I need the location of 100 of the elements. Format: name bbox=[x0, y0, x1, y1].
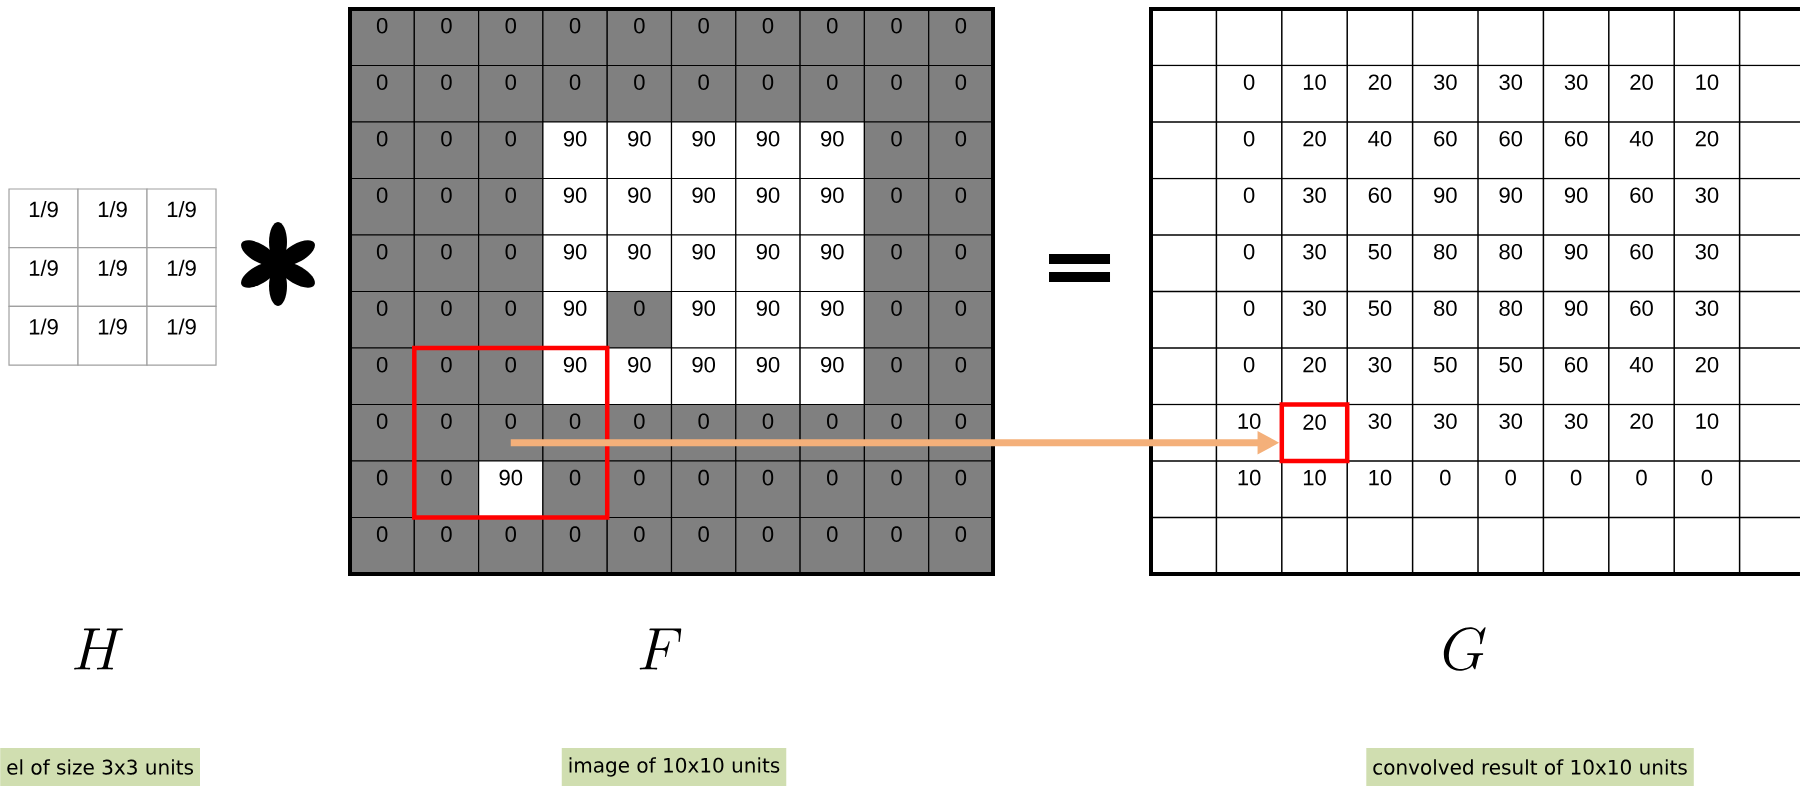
grid-cell: 90 bbox=[799, 234, 865, 293]
grid-cell: 1/9 bbox=[77, 305, 148, 366]
cell-value: 30 bbox=[1368, 356, 1392, 373]
cell-value: 60 bbox=[1565, 130, 1588, 147]
grid-cell: 0 bbox=[542, 64, 608, 123]
grid-cell: 0 bbox=[349, 8, 415, 67]
cell-value: 80 bbox=[1499, 243, 1523, 260]
grid-cell: 90 bbox=[799, 347, 865, 406]
grid-cell: 0 bbox=[478, 234, 544, 293]
cell-value: 0 bbox=[1243, 187, 1255, 203]
grid-cell: 0 bbox=[863, 177, 930, 236]
grid-cell: 90 bbox=[670, 121, 737, 180]
cell-value: 30 bbox=[1564, 74, 1588, 90]
cell-value: 30 bbox=[1695, 300, 1719, 316]
grid-cell: 0 bbox=[349, 121, 415, 180]
grid-cell: 0 bbox=[349, 403, 415, 462]
cell-value: 20 bbox=[1630, 413, 1653, 429]
grid-cell: 0 bbox=[413, 177, 480, 236]
grid-cell: 0 bbox=[349, 460, 415, 519]
grid-cell: 0 bbox=[478, 347, 544, 406]
grid-cell: 0 bbox=[928, 8, 994, 67]
grid-cell: 0 bbox=[606, 290, 673, 349]
grid-cell: 0 bbox=[413, 64, 480, 123]
grid-cell: 90 bbox=[478, 460, 544, 519]
grid-cell: 1/9 bbox=[146, 247, 217, 307]
grid-cell: 1/9 bbox=[146, 305, 217, 366]
matrix-symbol: $H$ bbox=[74, 628, 123, 670]
grid-cell: 0 bbox=[735, 516, 801, 575]
grid-cell: 0 bbox=[606, 516, 673, 575]
grid-cell: 90 bbox=[799, 290, 865, 349]
grid-cell: 0 bbox=[478, 121, 544, 180]
grid-cell: 0 bbox=[928, 347, 994, 406]
grid-cell: 0 bbox=[863, 8, 930, 67]
grid-cell: 0 bbox=[863, 347, 930, 406]
grid-cell: 0 bbox=[478, 403, 544, 462]
grid-cell: 1/9 bbox=[77, 247, 148, 307]
cell-value: 0 bbox=[1570, 469, 1582, 486]
cell-value: 40 bbox=[1629, 356, 1653, 373]
cell-value: 30 bbox=[1368, 413, 1392, 429]
cell-value: 30 bbox=[1303, 187, 1326, 203]
cell-value: 10 bbox=[1238, 413, 1261, 429]
cell-value: 60 bbox=[1630, 187, 1653, 203]
grid-cell: 0 bbox=[799, 8, 865, 67]
caption-box: el of size 3x3 units bbox=[0, 748, 200, 786]
cell-value: 20 bbox=[1695, 130, 1719, 147]
cell-value: 60 bbox=[1630, 300, 1653, 316]
grid-cell: 0 bbox=[349, 177, 415, 236]
grid-cell: 90 bbox=[799, 121, 865, 180]
cell-value: 30 bbox=[1433, 74, 1457, 90]
grid-cell: 1/9 bbox=[77, 188, 148, 249]
cell-value: 30 bbox=[1303, 243, 1326, 260]
cell-value: 10 bbox=[1303, 74, 1326, 90]
grid-cell: 0 bbox=[349, 347, 415, 406]
grid-cell: 0 bbox=[478, 8, 544, 67]
highlighted-cell: 20 bbox=[1279, 402, 1350, 464]
grid-cell: 0 bbox=[735, 460, 801, 519]
cell-value: 80 bbox=[1434, 243, 1457, 260]
cell-value: 0 bbox=[1505, 469, 1516, 486]
cell-value: 10 bbox=[1696, 74, 1719, 90]
cell-value: 90 bbox=[1564, 300, 1588, 316]
grid-cell: 0 bbox=[863, 460, 930, 519]
cell-value: 90 bbox=[1564, 187, 1588, 203]
grid-cell: 0 bbox=[413, 516, 480, 575]
cell-value: 90 bbox=[1499, 187, 1523, 203]
cell-value: 60 bbox=[1565, 356, 1588, 373]
grid-cell: 90 bbox=[735, 290, 801, 349]
cell-value: 20 bbox=[1368, 74, 1392, 90]
cell-value: 0 bbox=[1440, 469, 1451, 486]
grid-cell: 90 bbox=[735, 347, 801, 406]
grid-cell: 90 bbox=[606, 177, 673, 236]
cell-value: 20 bbox=[1695, 356, 1719, 373]
grid-cell: 0 bbox=[670, 64, 737, 123]
cell-value: 50 bbox=[1368, 243, 1392, 260]
grid-cell: 1/9 bbox=[8, 247, 79, 307]
grid-cell: 0 bbox=[606, 8, 673, 67]
grid-cell: 0 bbox=[928, 177, 994, 236]
cell-value: 0 bbox=[1243, 74, 1255, 90]
grid-cell: 0 bbox=[863, 290, 930, 349]
cell-value: 80 bbox=[1434, 300, 1457, 316]
grid-cell: 90 bbox=[542, 177, 608, 236]
cell-value: 0 bbox=[1243, 243, 1255, 260]
cell-value: 30 bbox=[1564, 413, 1588, 429]
grid-cell: 1/9 bbox=[8, 305, 79, 366]
cell-value: 30 bbox=[1695, 243, 1719, 260]
grid-cell: 0 bbox=[542, 460, 608, 519]
grid-cell: 0 bbox=[863, 234, 930, 293]
grid-cell: 90 bbox=[735, 177, 801, 236]
grid-cell: 0 bbox=[799, 516, 865, 575]
cell-value: 0 bbox=[1243, 356, 1255, 373]
cell-value: 40 bbox=[1368, 130, 1392, 147]
grid-cell: 0 bbox=[799, 64, 865, 123]
cell-value: 60 bbox=[1434, 130, 1457, 147]
grid-cell: 0 bbox=[478, 290, 544, 349]
grid-cell: 90 bbox=[542, 121, 608, 180]
cell-value: 60 bbox=[1630, 243, 1653, 260]
grid-cell: 0 bbox=[928, 290, 994, 349]
grid-cell: 0 bbox=[413, 234, 480, 293]
cell-value: 30 bbox=[1499, 413, 1523, 429]
cell-value: 20 bbox=[1303, 130, 1326, 147]
cell-value: 30 bbox=[1303, 300, 1326, 316]
